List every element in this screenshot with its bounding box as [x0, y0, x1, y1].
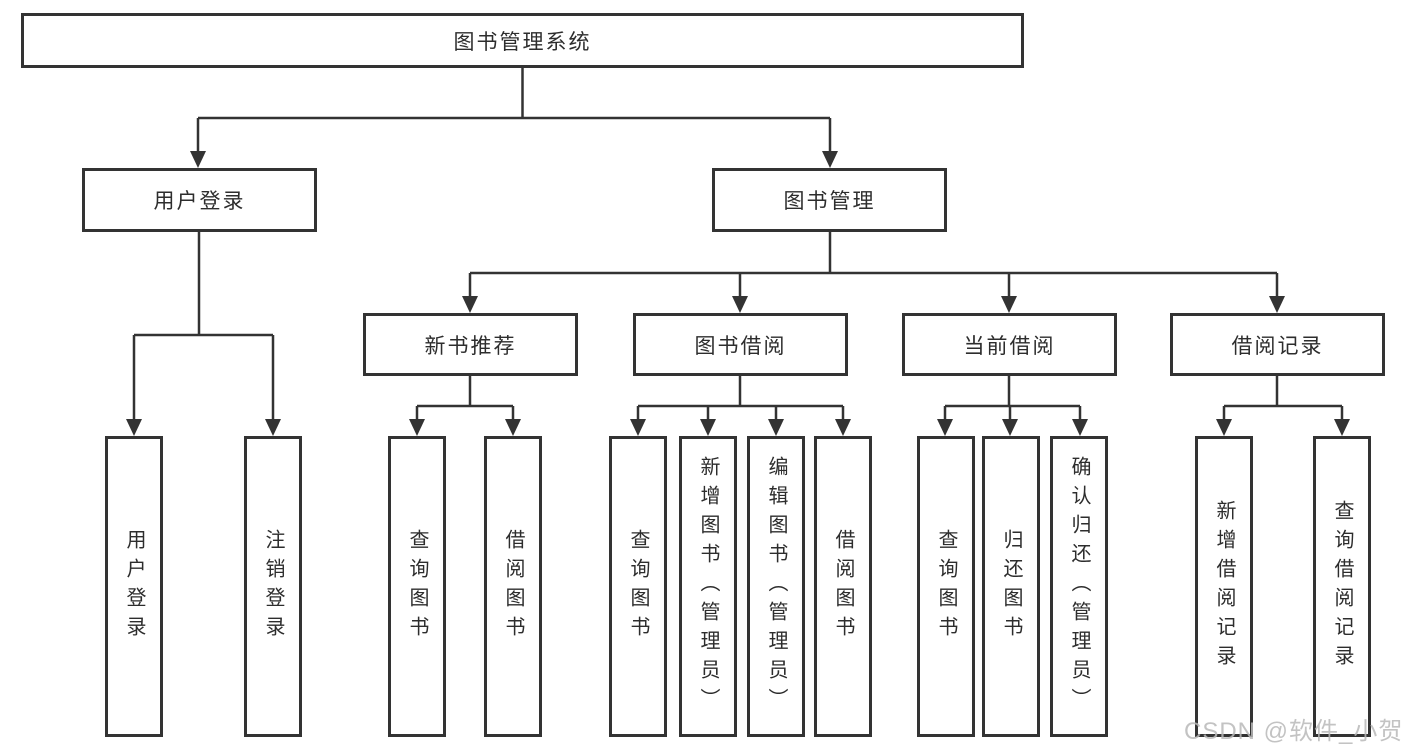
leaf-query-books-recommend: 查询图书 — [388, 436, 446, 737]
leaf-add-book-admin: 新增图书（管理员） — [679, 436, 737, 737]
leaf-edit-book-admin: 编辑图书（管理员） — [747, 436, 805, 737]
node-new-book-recommend: 新书推荐 — [363, 313, 578, 376]
leaf-logout: 注销登录 — [244, 436, 302, 737]
node-current-borrow: 当前借阅 — [902, 313, 1117, 376]
leaf-query-borrow-record: 查询借阅记录 — [1313, 436, 1371, 737]
leaf-add-borrow-record: 新增借阅记录 — [1195, 436, 1253, 737]
connector-user-login-children — [126, 232, 281, 436]
leaf-query-books-borrow: 查询图书 — [609, 436, 667, 737]
leaf-return-book: 归还图书 — [982, 436, 1040, 737]
leaf-borrow-books-recommend: 借阅图书 — [484, 436, 542, 737]
node-book-management: 图书管理 — [712, 168, 947, 232]
connector-borrow-records-children — [1216, 376, 1350, 436]
connector-new-book-children — [409, 376, 521, 436]
leaf-user-login: 用户登录 — [105, 436, 163, 737]
node-root: 图书管理系统 — [21, 13, 1024, 68]
node-book-borrow: 图书借阅 — [633, 313, 848, 376]
node-borrow-records: 借阅记录 — [1170, 313, 1385, 376]
node-user-login: 用户登录 — [82, 168, 317, 232]
connector-root-to-level2 — [190, 68, 838, 168]
leaf-query-books-current: 查询图书 — [917, 436, 975, 737]
connector-book-management-children — [462, 232, 1285, 313]
connector-current-borrow-children — [937, 376, 1088, 436]
leaf-borrow-books: 借阅图书 — [814, 436, 872, 737]
connector-book-borrow-children — [630, 376, 851, 436]
watermark: CSDN @软件_小贺同学 — [1184, 718, 1405, 745]
leaf-confirm-return-admin: 确认归还（管理员） — [1050, 436, 1108, 737]
